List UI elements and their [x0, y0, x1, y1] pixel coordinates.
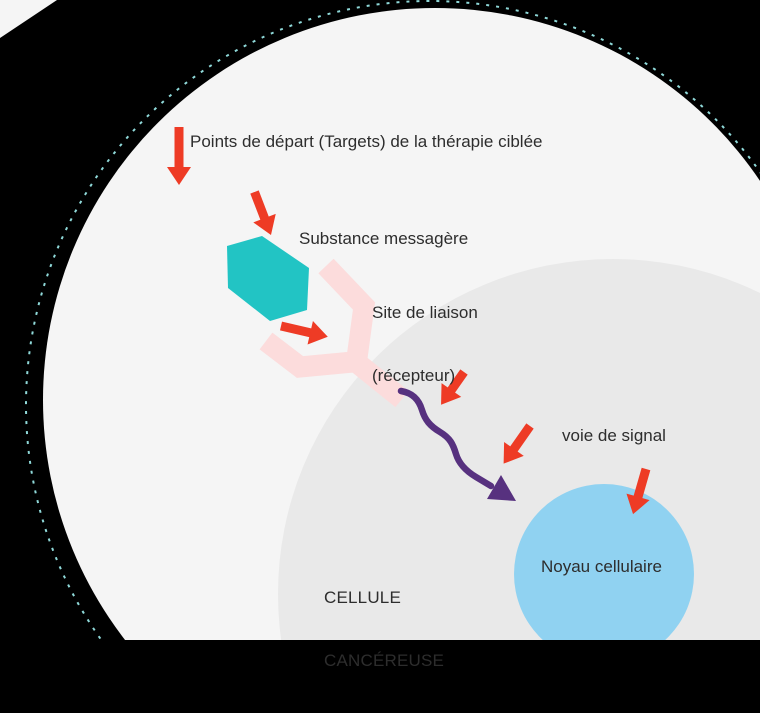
nucleus-label: Noyau cellulaire	[541, 557, 662, 576]
red-arrow-signal-1	[441, 369, 468, 405]
messenger-hexagon	[227, 236, 309, 321]
receptor-y-shape	[259, 258, 409, 408]
red-arrow-head	[503, 442, 524, 464]
red-arrow-receptor	[279, 321, 328, 345]
red-arrow-head	[167, 167, 191, 185]
diagram-shapes	[0, 0, 760, 640]
binding-site-line1: Site de liaison	[372, 303, 478, 322]
signal-wave-line	[397, 387, 495, 490]
red-arrow-shaft	[509, 423, 534, 453]
signal-path-label: voie de signal	[562, 426, 666, 445]
receptor-upper-arm	[318, 258, 376, 360]
red-arrow-shaft	[250, 190, 270, 221]
receptor-left-arm	[259, 332, 354, 378]
red-arrow-shaft	[279, 321, 313, 338]
red-arrow-nucleus	[626, 467, 651, 515]
messenger-label: Substance messagère	[299, 229, 469, 248]
diagram-title: Points de départ (Targets) de la thérapi…	[190, 132, 543, 151]
red-arrow-head	[253, 213, 276, 235]
cancer-cell-line2: CANCÉREUSE	[324, 651, 445, 670]
red-arrow-title	[167, 127, 191, 185]
cancer-cell-line1: CELLULE	[324, 588, 401, 607]
red-arrow-signal-2	[503, 423, 534, 464]
binding-site-label: Site de liaison (récepteur)	[372, 260, 478, 428]
cancer-cell-label: CELLULE CANCÉREUSE	[324, 545, 444, 713]
red-arrow-head	[307, 321, 328, 345]
signal-wave-head	[487, 475, 516, 501]
signal-wave-arrow	[397, 387, 516, 501]
red-arrow-head	[626, 493, 650, 515]
red-arrow-head	[441, 383, 462, 405]
red-arrow-messenger	[250, 190, 276, 235]
nucleus-circle	[514, 484, 694, 640]
targeted-therapy-diagram: Points de départ (Targets) de la thérapi…	[0, 0, 760, 670]
red-arrow-shaft	[633, 467, 651, 500]
receptor-stem	[344, 349, 409, 408]
binding-site-line2: (récepteur)	[372, 366, 456, 385]
corner-wedge	[0, 0, 57, 38]
red-arrow-shaft	[174, 127, 184, 168]
red-arrow-shaft	[447, 369, 468, 394]
